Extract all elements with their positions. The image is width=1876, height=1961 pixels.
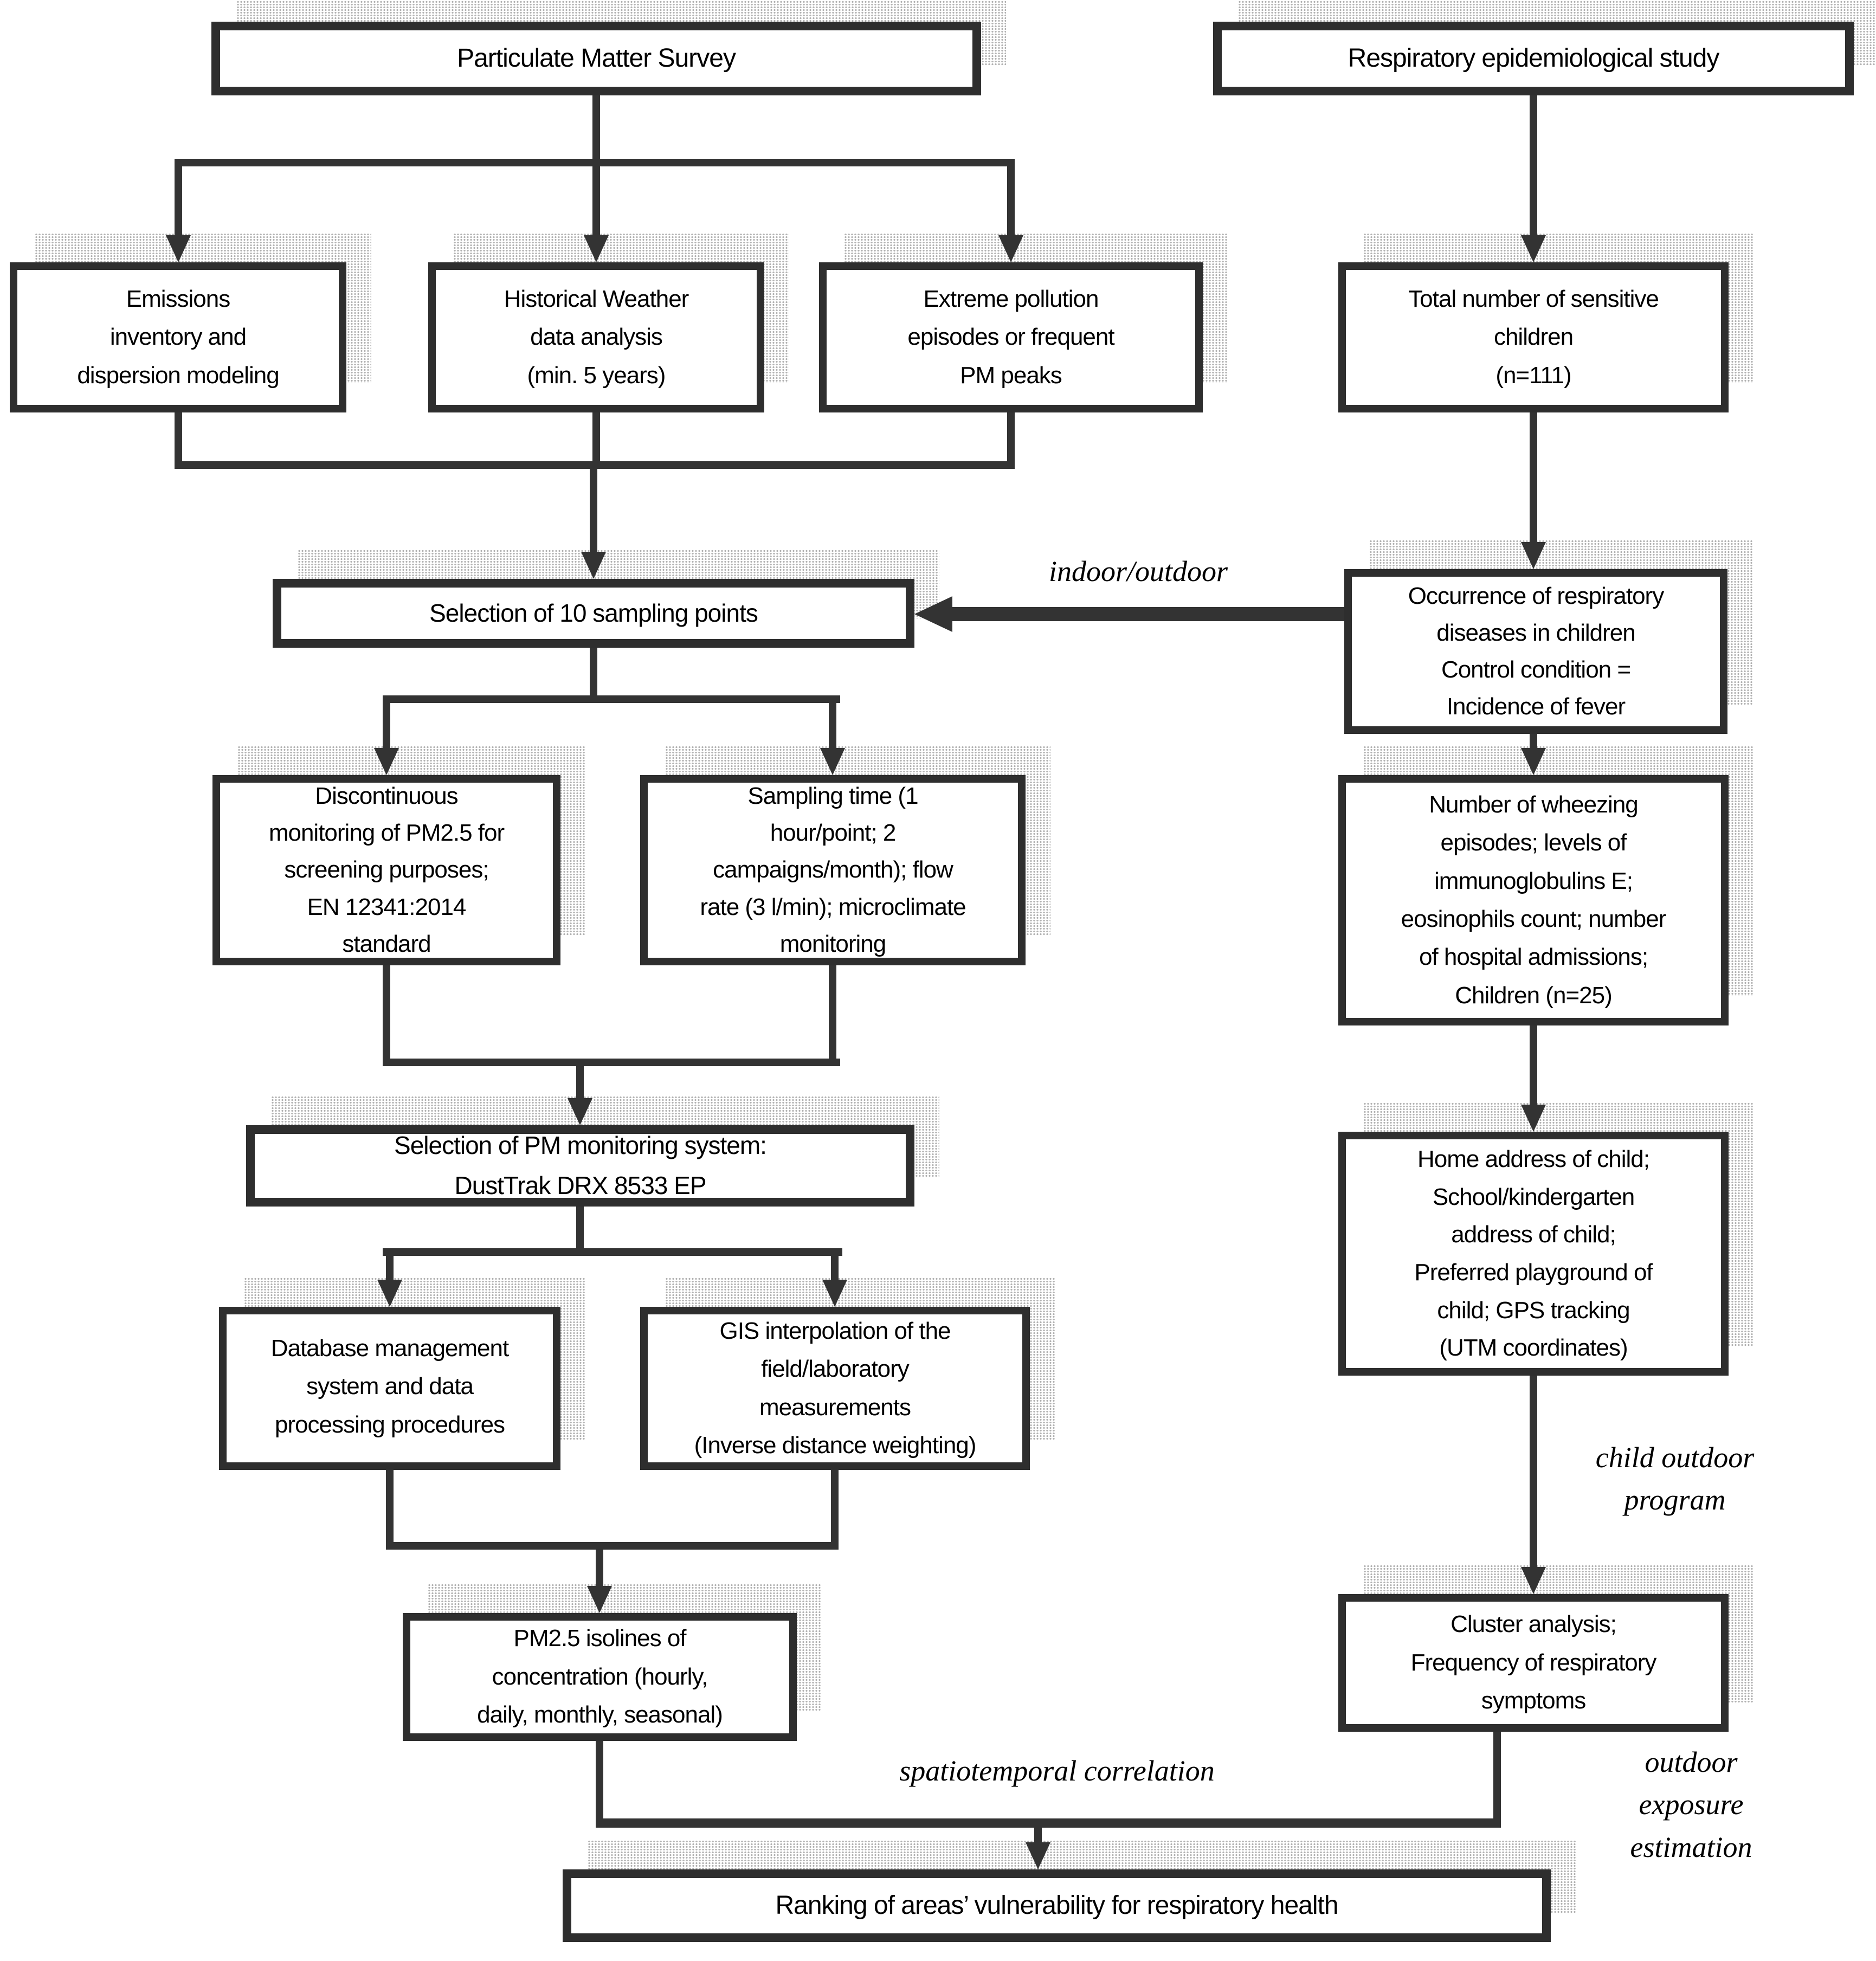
connector-cluster-down xyxy=(1493,1732,1501,1818)
arrowhead-gis xyxy=(822,1280,847,1307)
connector-sampling-down xyxy=(829,965,836,1062)
connector-to-extreme xyxy=(1007,166,1015,235)
node-discontinuous-monitoring: Discontinuous monitoring of PM2.5 for sc… xyxy=(212,775,560,965)
connector-occurrence-to-selection xyxy=(952,607,1344,621)
node-emissions-inventory: Emissions inventory and dispersion model… xyxy=(10,262,346,412)
node-occurrence-respiratory-diseases: Occurrence of respiratory diseases in ch… xyxy=(1344,569,1727,734)
node-sampling-time: Sampling time (1 hour/point; 2 campaigns… xyxy=(640,775,1026,965)
connector-historical-down xyxy=(592,412,600,465)
connector-split-bar-1 xyxy=(383,695,840,703)
connector-to-ranking xyxy=(1034,1828,1042,1842)
edge-label-spatiotemporal-correlation: spatiotemporal correlation xyxy=(899,1754,1215,1787)
node-pm25-isolines: PM2.5 isolines of concentration (hourly,… xyxy=(403,1613,797,1741)
connector-study-down xyxy=(1530,95,1537,235)
connector-database-down xyxy=(386,1470,394,1546)
connector-extreme-down xyxy=(1007,412,1015,465)
node-cluster-analysis: Cluster analysis; Frequency of respirato… xyxy=(1338,1594,1729,1732)
connector-split-bar-2 xyxy=(383,1248,842,1256)
connector-to-emissions xyxy=(175,166,182,235)
node-extreme-pollution: Extreme pollution episodes or frequent P… xyxy=(819,262,1203,412)
connector-selection-down xyxy=(590,648,597,699)
node-wheezing-episodes: Number of wheezing episodes; levels of i… xyxy=(1338,775,1729,1025)
connector-to-discontinuous xyxy=(383,703,390,748)
connector-home-address-down xyxy=(1530,1376,1537,1567)
arrowhead-sampling xyxy=(820,748,845,775)
node-total-sensitive-children: Total number of sensitive children (n=11… xyxy=(1338,262,1729,412)
connector-pm-system-down xyxy=(576,1207,584,1252)
arrowhead-database xyxy=(377,1280,402,1307)
node-historical-weather: Historical Weather data analysis (min. 5… xyxy=(428,262,764,412)
arrowhead-selection xyxy=(581,552,606,579)
arrowhead-isolines xyxy=(587,1586,612,1613)
node-ranking-vulnerability: Ranking of areas’ vulnerability for resp… xyxy=(563,1869,1551,1942)
connector-wheezing-down xyxy=(1530,1025,1537,1105)
arrowhead-emissions xyxy=(166,235,191,262)
edge-label-outdoor-exposure-estimation: outdoor exposure estimation xyxy=(1630,1746,1752,1863)
connector-to-selection xyxy=(590,469,597,552)
connector-occurrence-down xyxy=(1530,734,1537,748)
edge-label-child-outdoor-program: child outdoor program xyxy=(1595,1441,1755,1517)
connector-isolines-down xyxy=(596,1741,603,1818)
connector-to-database xyxy=(386,1256,394,1280)
arrowhead-cluster xyxy=(1521,1567,1546,1594)
node-selection-sampling-points: Selection of 10 sampling points xyxy=(273,579,914,648)
arrowhead-indoor-outdoor xyxy=(914,596,952,632)
arrowhead-discontinuous xyxy=(374,748,399,775)
node-respiratory-epidemiological-study: Respiratory epidemiological study xyxy=(1213,22,1854,95)
arrowhead-home-address xyxy=(1521,1105,1546,1132)
node-home-address: Home address of child; School/kindergart… xyxy=(1338,1132,1729,1376)
connector-to-historical xyxy=(592,166,600,235)
arrowhead-occurrence xyxy=(1521,542,1546,569)
arrowhead-historical xyxy=(584,235,609,262)
connector-merge-bar-2 xyxy=(383,1059,840,1066)
connector-to-sampling xyxy=(829,703,836,748)
arrowhead-total-children xyxy=(1521,235,1546,262)
arrowhead-ranking xyxy=(1026,1842,1050,1869)
connector-discontinuous-down xyxy=(383,965,390,1062)
node-gis-interpolation: GIS interpolation of the field/laborator… xyxy=(640,1307,1030,1470)
connector-total-children-down xyxy=(1530,412,1537,542)
connector-to-gis xyxy=(831,1256,839,1280)
connector-to-pm-system xyxy=(576,1066,584,1098)
connector-merge-bar-3 xyxy=(386,1542,839,1550)
edge-label-indoor-outdoor: indoor/outdoor xyxy=(1048,555,1228,588)
node-pm-monitoring-system: Selection of PM monitoring system: DustT… xyxy=(246,1125,914,1207)
connector-gis-down xyxy=(831,1470,839,1546)
connector-branch-bar-top xyxy=(175,159,1015,166)
node-particulate-matter-survey: Particulate Matter Survey xyxy=(211,22,981,95)
connector-emissions-down xyxy=(175,412,182,465)
arrowhead-wheezing xyxy=(1521,748,1546,775)
connector-bottom-bar xyxy=(596,1818,1501,1828)
connector-to-isolines xyxy=(596,1550,603,1586)
arrowhead-extreme xyxy=(998,235,1023,262)
arrowhead-pm-system xyxy=(568,1098,592,1125)
connector-merge-bar-1 xyxy=(175,461,1015,469)
connector-survey-to-branch xyxy=(592,95,600,166)
node-database-management: Database management system and data proc… xyxy=(219,1307,560,1470)
